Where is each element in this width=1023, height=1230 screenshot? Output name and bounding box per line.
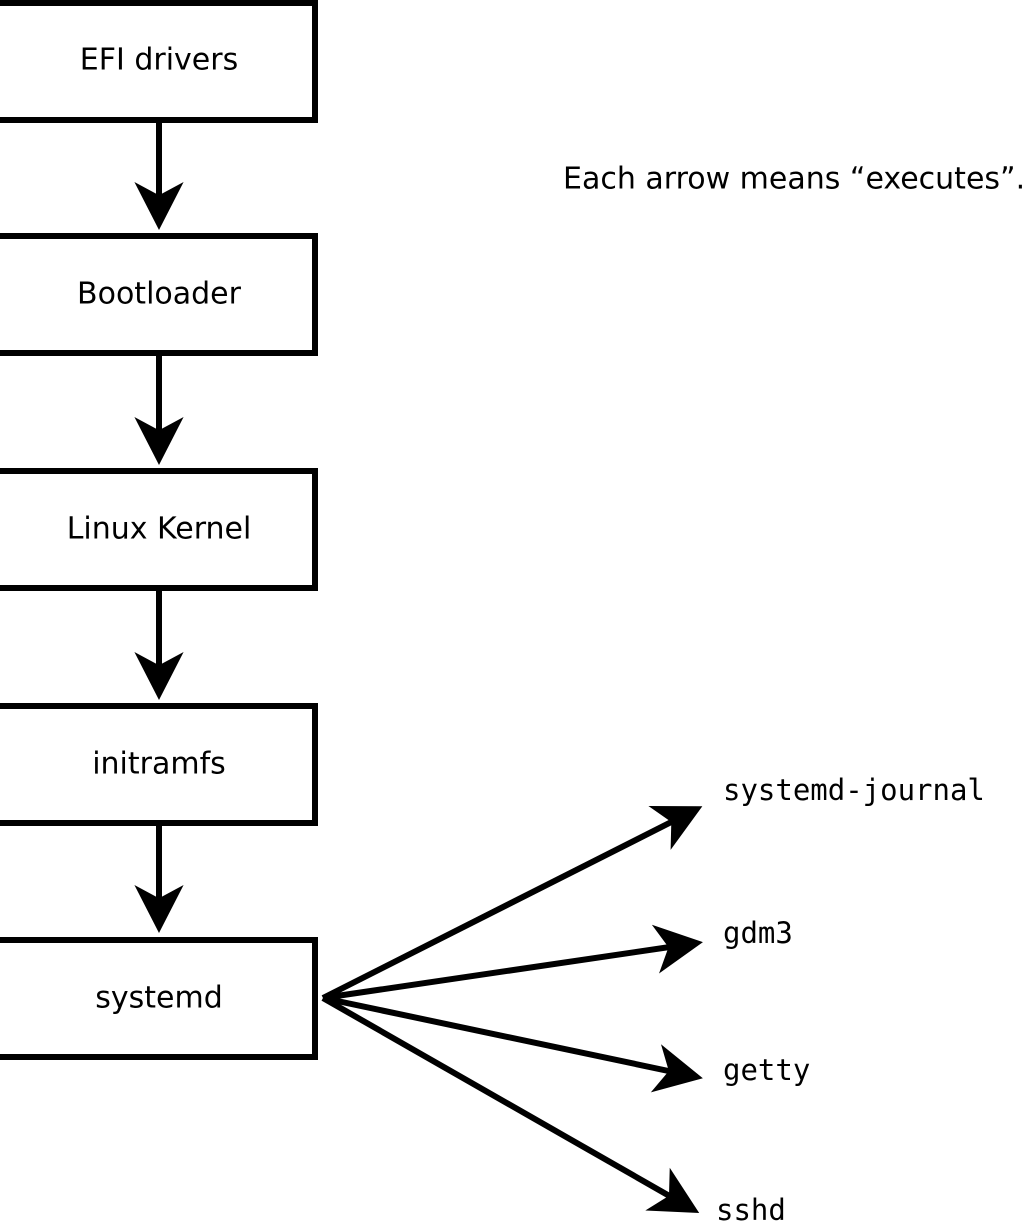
leaf-label-systemd-journal: systemd-journal xyxy=(723,773,985,807)
edge-systemd-to-getty xyxy=(322,995,703,1093)
node-efi-drivers-label: EFI drivers xyxy=(80,43,238,78)
node-bootloader[interactable]: Bootloader xyxy=(0,233,318,356)
edge-systemd-to-gdm3 xyxy=(322,924,703,1001)
edge-systemd-to-sshd xyxy=(321,995,700,1213)
leaf-label-sshd: sshd xyxy=(716,1193,786,1227)
node-bootloader-box xyxy=(0,233,318,356)
edge-systemd-to-systemd-journal xyxy=(321,805,703,1001)
node-linux-kernel[interactable]: Linux Kernel xyxy=(0,468,318,591)
node-systemd-box xyxy=(0,937,318,1060)
systemd-fanout-edges xyxy=(321,805,703,1213)
node-systemd-label: systemd xyxy=(95,981,223,1016)
legend-text: Each arrow means “executes”. xyxy=(563,162,1023,197)
node-efi-drivers[interactable]: EFI drivers xyxy=(0,0,318,123)
node-initramfs-label: initramfs xyxy=(92,747,226,782)
node-bootloader-label: Bootloader xyxy=(77,277,242,312)
node-linux-kernel-box xyxy=(0,468,318,591)
node-systemd[interactable]: systemd xyxy=(0,937,318,1060)
leaf-label-gdm3: gdm3 xyxy=(723,916,793,950)
node-initramfs-box xyxy=(0,703,318,826)
node-initramfs[interactable]: initramfs xyxy=(0,703,318,826)
node-linux-kernel-label: Linux Kernel xyxy=(67,512,252,547)
leaf-label-getty: getty xyxy=(723,1053,810,1087)
node-efi-drivers-box xyxy=(0,0,318,123)
